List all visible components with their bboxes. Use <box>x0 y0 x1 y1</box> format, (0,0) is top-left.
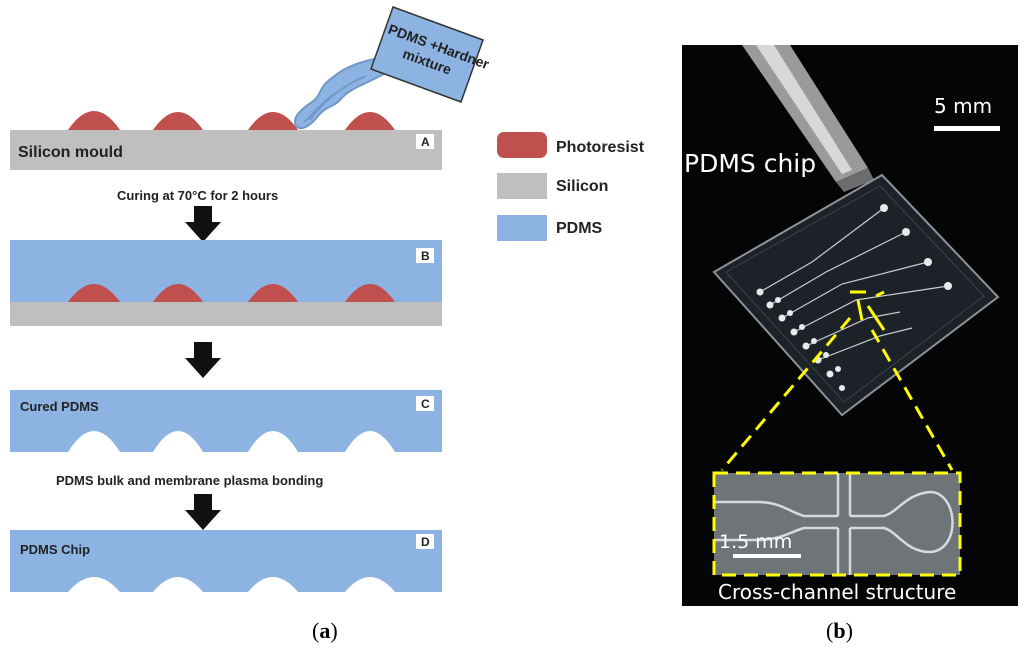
channel-cavity <box>153 431 203 452</box>
stage-b: B <box>10 240 442 326</box>
step3-text: PDMS bulk and membrane plasma bonding <box>56 473 323 488</box>
chip-channels <box>759 207 949 361</box>
legend-label-photoresist: Photoresist <box>556 139 645 156</box>
pdms-stream <box>294 53 398 130</box>
caption-b: (b) <box>826 618 853 643</box>
letter-b: B <box>421 249 430 263</box>
legend-swatch-silicon <box>497 173 547 199</box>
pour-container <box>370 6 484 103</box>
stage-a: Silicon mould A <box>10 111 442 170</box>
letter-box <box>416 534 434 549</box>
zoom-mark <box>850 290 886 331</box>
legend-swatch-pdms <box>497 215 547 241</box>
photoresist-bump <box>345 112 395 130</box>
zoom-line-left <box>720 317 852 471</box>
legend: Photoresist Silicon PDMS <box>497 132 645 241</box>
channel-cavity <box>68 577 120 592</box>
step1-text: Curing at 70°C for 2 hours <box>117 188 278 203</box>
channel-cavity <box>345 577 395 592</box>
inset-scale-label: 1.5 mm <box>719 531 792 553</box>
down-arrow <box>185 206 221 242</box>
photoresist-bump <box>153 284 203 302</box>
stage-c: Cured PDMS C <box>10 390 442 452</box>
letter-d: D <box>421 535 430 549</box>
stage-d: PDMS Chip D <box>10 530 442 592</box>
panel-b: 1.5 mm Cross-channel structure PDMS chip… <box>682 45 1018 643</box>
layer-a-label: Silicon mould <box>18 144 123 161</box>
silicon-mould-layer <box>10 130 442 170</box>
main-scale-label: 5 mm <box>934 94 992 118</box>
tweezers <box>742 45 874 192</box>
legend-swatch-photoresist <box>497 132 547 158</box>
photoresist-bump <box>345 284 395 302</box>
photoresist-bump <box>68 111 120 130</box>
caption-a: (a) <box>312 618 338 643</box>
legend-label-silicon: Silicon <box>556 178 608 195</box>
pdms-pour: PDMS +Hardner mixture <box>294 6 492 130</box>
down-arrow <box>185 494 221 530</box>
photoresist-bump <box>248 284 298 302</box>
layer-d-label: PDMS Chip <box>20 542 90 557</box>
channel-cavity <box>248 431 298 452</box>
tweezer-tip <box>836 168 874 192</box>
photoresist-bump <box>68 284 120 302</box>
main-scale-bar <box>934 126 1000 131</box>
chip-inner-edge <box>725 185 985 403</box>
caption-a-letter: a <box>319 618 330 643</box>
letter-a: A <box>421 135 430 149</box>
channel-cavity <box>153 577 203 592</box>
zoom-line-right <box>870 329 954 471</box>
layer-c-label: Cured PDMS <box>20 399 99 414</box>
pdms-chip-photo <box>712 173 1000 417</box>
letter-box <box>416 134 434 149</box>
channel-cavity <box>68 431 120 452</box>
channel-cavity <box>248 577 298 592</box>
tweezer-highlight <box>756 45 852 174</box>
inset-border <box>712 471 962 577</box>
channel-cavity <box>345 431 395 452</box>
letter-box <box>416 248 434 263</box>
panel-a: Silicon mould A PDMS +Hardner mixture Cu… <box>10 6 492 643</box>
pdms-stream-strand <box>303 75 367 123</box>
down-arrow <box>185 342 221 378</box>
legend-label-pdms: PDMS <box>556 220 603 237</box>
chip-label: PDMS chip <box>684 149 816 178</box>
silicon-layer <box>10 302 442 326</box>
cross-channel <box>714 473 954 575</box>
inset: 1.5 mm <box>712 471 962 577</box>
zoom-indicator <box>720 290 954 471</box>
letter-box <box>416 396 434 411</box>
letter-c: C <box>421 397 430 411</box>
inset-caption: Cross-channel structure <box>718 580 956 604</box>
chip-wells <box>756 204 952 391</box>
inset-scale-bar <box>733 554 801 558</box>
photoresist-bump <box>153 112 203 130</box>
photoresist-bump <box>248 112 298 130</box>
caption-b-letter: b <box>833 618 845 643</box>
